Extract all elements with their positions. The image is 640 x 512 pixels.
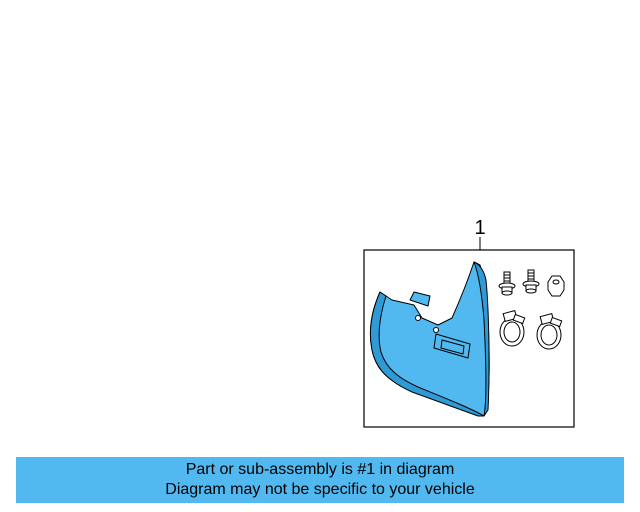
bolt-icon [498,271,516,296]
assembly-box [363,249,575,428]
nut-icon [547,275,565,297]
bolt-icon [522,269,540,294]
callout-number: 1 [474,217,486,239]
mud-flap-icon [369,261,490,417]
caption-line-2: Diagram may not be specific to your vehi… [165,481,475,498]
caption-line-1: Part or sub-assembly is #1 in diagram [185,461,455,478]
caption-banner: Part or sub-assembly is #1 in diagram Di… [16,457,624,503]
clip-icon [499,309,526,347]
clip-icon [536,312,563,350]
